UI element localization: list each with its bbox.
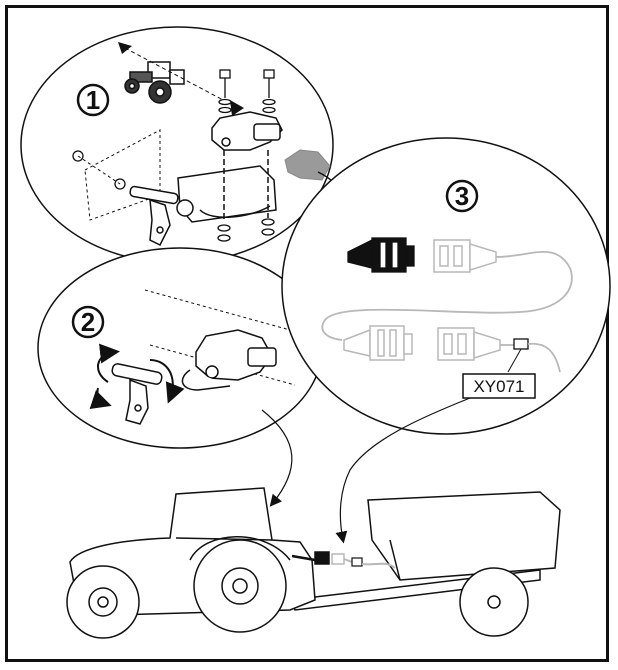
step-3-number: 3 — [455, 181, 469, 211]
connector-socket-icon — [433, 239, 497, 273]
step-1-number: 1 — [86, 85, 100, 115]
extension-cable — [321, 251, 573, 341]
leader-arrow-step-3 — [335, 397, 471, 544]
step-1-panel: 1 — [20, 26, 348, 264]
connector-plug-icon — [347, 237, 415, 273]
lever-arm — [129, 185, 194, 247]
vehicle-connector-tag — [351, 557, 363, 567]
bolt-icon — [218, 69, 276, 114]
trailer-body — [367, 491, 561, 581]
sensor-housing — [181, 329, 277, 391]
vehicle-plug — [314, 551, 330, 565]
step-1-badge — [76, 83, 110, 117]
connector-plug-icon — [343, 325, 413, 361]
step-2-panel: 2 — [37, 247, 323, 449]
sensor-housing — [211, 111, 283, 151]
rotation-arrows-icon — [89, 343, 185, 410]
connector-label: XY071 — [473, 377, 524, 396]
step-3-panel: 3 — [281, 137, 611, 435]
connector-tag — [513, 338, 529, 350]
nut-icon — [217, 218, 275, 242]
vehicle-socket — [331, 553, 345, 565]
tractor-with-trailer — [66, 487, 561, 639]
step-2-number: 2 — [81, 307, 95, 337]
direction-line — [124, 47, 243, 111]
leader-arrow-step-2 — [261, 409, 293, 507]
connector-socket-icon — [437, 327, 501, 361]
lever-arm — [111, 363, 163, 425]
connector-label-box — [462, 373, 536, 399]
tractor-icon — [124, 61, 185, 104]
step-3-badge — [445, 179, 479, 213]
arrow-head-icon — [118, 42, 132, 54]
arrow-head-icon — [230, 100, 244, 116]
step-2-badge — [71, 305, 105, 339]
